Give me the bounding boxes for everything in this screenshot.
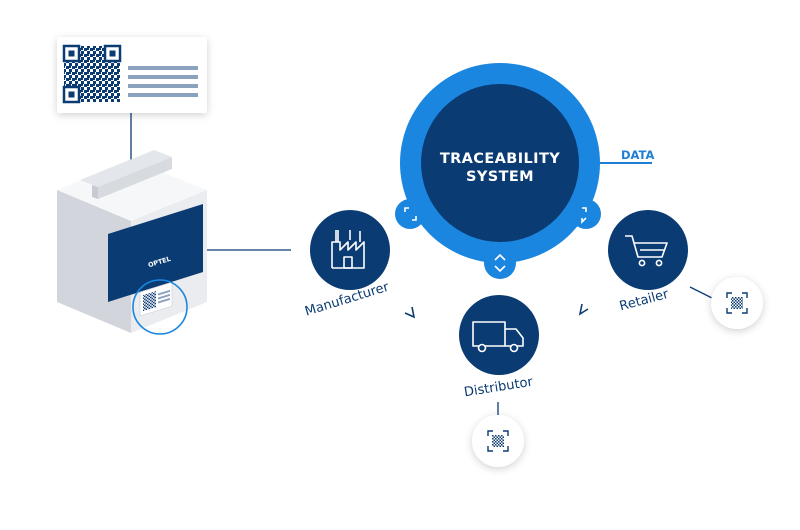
retailer-label: Retailer: [618, 287, 671, 315]
chevron-up-down-icon[interactable]: [484, 247, 516, 279]
retailer-scan-connector: [689, 286, 713, 299]
truck-icon: [472, 321, 524, 353]
connectors: [130, 113, 713, 416]
box-small-label: [139, 281, 173, 317]
factory-icon: [331, 230, 365, 269]
retailer-flow-arrow: [578, 303, 589, 316]
flow-arrows: [404, 303, 589, 319]
manufacturer-node[interactable]: Manufacturer: [303, 210, 391, 320]
distributor-label: Distributor: [463, 375, 534, 401]
expand-icon[interactable]: [571, 199, 601, 229]
retailer-scan-button[interactable]: [711, 277, 763, 329]
box-label-highlight: [132, 279, 188, 335]
retailer-node[interactable]: Retailer: [608, 210, 688, 314]
qr-code-icon: [62, 44, 122, 104]
distributor-node[interactable]: Distributor: [459, 295, 539, 400]
distributor-scan-button[interactable]: [472, 415, 524, 467]
product-label-card: [57, 37, 207, 113]
expand-icon[interactable]: [395, 199, 425, 229]
data-label: DATA: [621, 148, 655, 162]
qr-scan-icon: [726, 292, 748, 314]
manufacturer-flow-arrow: [404, 306, 416, 319]
traceability-title-line1: TRACEABILITY: [440, 151, 560, 167]
shopping-cart-icon: [625, 235, 668, 267]
label-text-lines: [128, 66, 198, 97]
data-link: DATA: [593, 148, 655, 164]
shipping-box: OPTEL: [57, 150, 207, 335]
traceability-title-line2: SYSTEM: [466, 169, 534, 185]
traceability-core: [421, 84, 579, 242]
traceability-system: TRACEABILITY SYSTEM: [395, 63, 601, 279]
qr-scan-icon: [487, 430, 509, 452]
box-brand-panel: [108, 204, 203, 302]
